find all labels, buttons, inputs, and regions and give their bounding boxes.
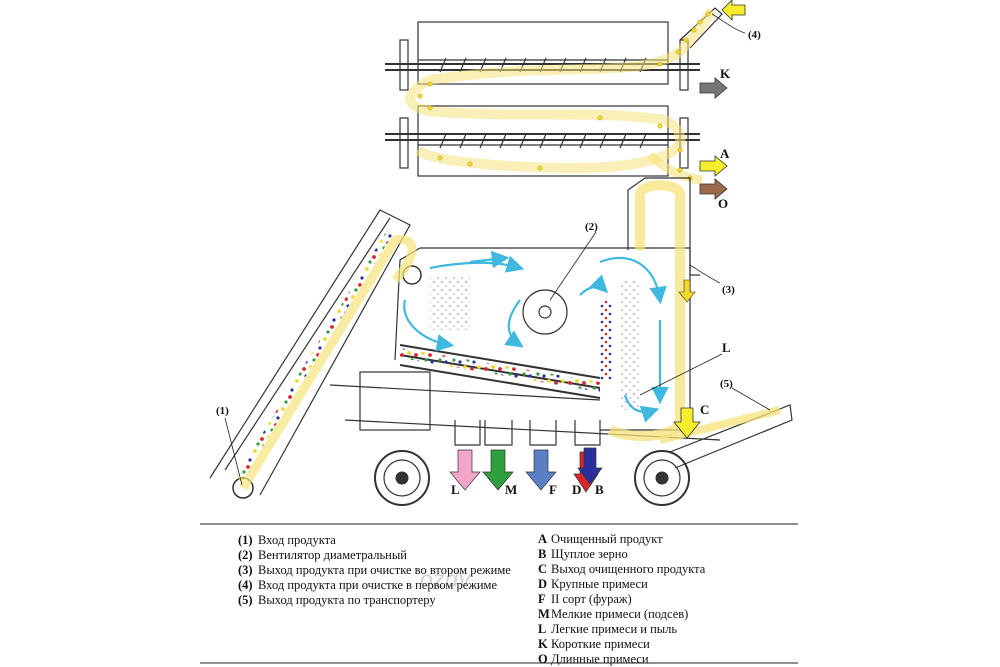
legend-code: (1) bbox=[238, 533, 253, 547]
label-A: A bbox=[720, 146, 730, 161]
grain-flow-loader bbox=[235, 230, 417, 491]
legend-text: Очищенный продукт bbox=[551, 532, 663, 546]
arrow-output-M bbox=[482, 449, 514, 491]
legend-code: A bbox=[538, 532, 548, 546]
legend-text: Вход продукта bbox=[258, 533, 336, 547]
legend-text: Выход очищенного продукта bbox=[551, 562, 706, 576]
legend-code: M bbox=[538, 607, 550, 621]
sieve-mix bbox=[400, 348, 600, 392]
label-O: O bbox=[718, 196, 728, 211]
arrow-output-K bbox=[699, 77, 728, 99]
legend-entry: (4) Вход продукта при очистке в первом ре… bbox=[238, 578, 511, 593]
legend-code: C bbox=[538, 562, 548, 576]
legend-text: Вентилятор диаметральный bbox=[258, 548, 407, 562]
legend-code: F bbox=[538, 592, 546, 606]
light-impurities bbox=[430, 275, 640, 410]
grain-flow-elevator bbox=[607, 180, 781, 444]
label-C: C bbox=[700, 402, 709, 417]
label-n4: (4) bbox=[748, 29, 761, 41]
leader-lines bbox=[224, 13, 771, 486]
legend-code: (2) bbox=[238, 548, 253, 562]
legend-entry: B Щуплое зерно bbox=[538, 547, 705, 562]
legend-text: Выход продукта по транспортеру bbox=[258, 593, 436, 607]
arrow-output-B bbox=[577, 447, 603, 485]
arrow-output-A bbox=[699, 155, 728, 177]
legend-entry: (3) Выход продукта при очистке во втором … bbox=[238, 563, 511, 578]
legend-text: Вход продукта при очистке в первом режим… bbox=[258, 578, 498, 592]
legend-text: Короткие примеси bbox=[551, 637, 650, 651]
legend-entry: F II сорт (фураж) bbox=[538, 592, 705, 607]
legend-entry: (1) Вход продукта bbox=[238, 533, 511, 548]
legend-code: B bbox=[538, 547, 547, 561]
arrow-output-C bbox=[673, 407, 701, 439]
diagram-label-group: (4) K A O (2) (3) L (5) C (1) L M F D B bbox=[216, 29, 761, 497]
legend-code: O bbox=[538, 652, 548, 666]
label-bin-B: B bbox=[595, 482, 604, 497]
label-n1: (1) bbox=[216, 405, 229, 417]
arrow-output-O bbox=[699, 178, 728, 200]
label-L-top: L bbox=[722, 340, 731, 355]
legend-text: Длинные примеси bbox=[551, 652, 649, 666]
legend-entry: L Легкие примеси и пыль bbox=[538, 622, 705, 637]
legend-left: (1) Вход продукта (2) Вентилятор диаметраль… bbox=[238, 533, 511, 608]
machine-body bbox=[209, 177, 793, 496]
label-n2: (2) bbox=[585, 221, 598, 233]
wheel-left bbox=[374, 450, 430, 506]
legend-entry: (2) Вентилятор диаметральный bbox=[238, 548, 511, 563]
legend-text: Мелкие примеси (подсев) bbox=[551, 607, 689, 621]
label-bin-F: F bbox=[549, 482, 557, 497]
arrow-output-L bbox=[449, 449, 481, 491]
wheel-right bbox=[634, 450, 690, 506]
top-grain-flow bbox=[405, 7, 717, 185]
legend-code: (5) bbox=[238, 593, 253, 607]
legend-text: Щуплое зерно bbox=[551, 547, 628, 561]
arrow-input-4 bbox=[721, 0, 746, 21]
legend-code: L bbox=[538, 622, 547, 636]
legend-code: K bbox=[538, 637, 548, 651]
legend-text: Крупные примеси bbox=[551, 577, 648, 591]
label-n3: (3) bbox=[722, 284, 735, 296]
label-bin-D: D bbox=[572, 482, 581, 497]
watermark: ozdv bbox=[420, 566, 471, 592]
label-bin-M: M bbox=[505, 482, 517, 497]
legend-text: II сорт (фураж) bbox=[551, 592, 632, 606]
label-K: K bbox=[720, 66, 731, 81]
heavy-impurities bbox=[600, 300, 612, 380]
legend-code: (3) bbox=[238, 563, 253, 577]
legend-code: (4) bbox=[238, 578, 253, 592]
legend-text: Выход продукта при очистке во втором реж… bbox=[258, 563, 511, 577]
arrow-output-F bbox=[525, 449, 557, 491]
legend-entry: (5) Выход продукта по транспортеру bbox=[238, 593, 511, 608]
arrow-mode-3 bbox=[678, 279, 696, 303]
label-n5: (5) bbox=[720, 378, 733, 390]
air-flow bbox=[403, 250, 669, 423]
legend-text: Легкие примеси и пыль bbox=[551, 622, 678, 636]
label-bin-L: L bbox=[451, 482, 460, 497]
top-grain-dots bbox=[417, 11, 711, 181]
legend-code: D bbox=[538, 577, 548, 591]
legend-entry: MМелкие примеси (подсев) bbox=[538, 607, 705, 622]
